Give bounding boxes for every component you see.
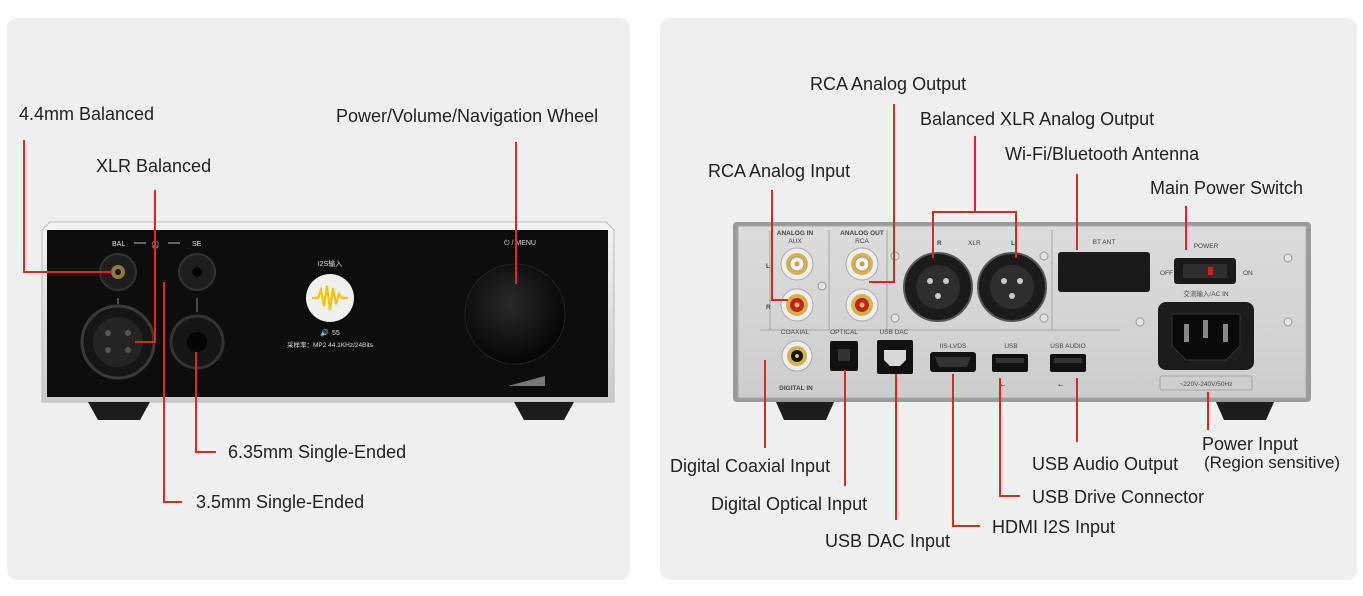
- callout-power-input-note: (Region sensitive): [1204, 453, 1340, 472]
- label-voltage: ~220V-240V/50Hz: [1180, 381, 1233, 388]
- label-xlr: XLR: [968, 240, 981, 247]
- label-rca: RCA: [855, 238, 869, 245]
- usb-icon-drive: ⭠: [1000, 382, 1005, 389]
- callout-digital-coaxial: Digital Coaxial Input: [670, 456, 830, 476]
- screen-volume: 55: [332, 330, 340, 337]
- callout-hdmi-i2s: HDMI I2S Input: [992, 517, 1115, 537]
- bal-label: BAL: [112, 241, 125, 248]
- callout-4.4mm-balanced: 4.4mm Balanced: [19, 104, 154, 124]
- label-xlr-l: L: [1011, 240, 1015, 247]
- label-xlr-r: R: [937, 240, 942, 247]
- front-callout-lines: [23, 140, 517, 503]
- label-coaxial: COAXIAL: [781, 329, 810, 336]
- label-analog-out: ANALOG OUT: [840, 230, 884, 237]
- screen-sample-rate: 采样率：MP2 44.1KHz/24Bits: [287, 340, 374, 349]
- screen-wave-badge: [306, 274, 354, 322]
- label-aux-r: R: [766, 304, 771, 311]
- callout-rca-analog-input: RCA Analog Input: [708, 161, 850, 181]
- rear-callout-lines: [764, 104, 1209, 527]
- front-device: BAL 🎧 SE I2S输入 🔊 55 采样率：MP2 44.1KHz/24Bi…: [41, 221, 615, 420]
- front-foot-left: [88, 402, 150, 420]
- callout-wheel: Power/Volume/Navigation Wheel: [336, 106, 598, 126]
- callout-6.35mm: 6.35mm Single-Ended: [228, 442, 406, 462]
- label-optical: OPTICAL: [830, 329, 858, 336]
- label-off: OFF: [1160, 270, 1173, 277]
- callout-usb-audio-output: USB Audio Output: [1032, 454, 1178, 474]
- front-foot-right: [514, 402, 574, 420]
- label-usb-dac: USB DAC: [880, 329, 909, 336]
- label-iis-lvds: IIS-LVDS: [940, 343, 967, 350]
- label-aux: AUX: [788, 238, 802, 245]
- label-usb: USB: [1004, 343, 1017, 350]
- label-digital-in: DIGITAL IN: [779, 385, 813, 392]
- volume-indicator: [508, 376, 545, 386]
- label-ac-in: 交流输入/AC IN: [1183, 289, 1228, 298]
- screen-input-text: I2S输入: [318, 259, 343, 268]
- callout-usb-dac: USB DAC Input: [825, 531, 950, 551]
- callout-3.5mm: 3.5mm Single-Ended: [196, 492, 364, 512]
- label-on: ON: [1243, 270, 1253, 277]
- callout-rca-analog-output: RCA Analog Output: [810, 74, 966, 94]
- label-usb-audio: USB AUDIO: [1050, 343, 1085, 350]
- callout-digital-optical: Digital Optical Input: [711, 494, 867, 514]
- bt-antenna-port[interactable]: [1058, 252, 1150, 292]
- callout-xlr-balanced: XLR Balanced: [96, 156, 211, 176]
- usb-icon-audio: ⭠: [1058, 382, 1063, 389]
- rear-device: ANALOG IN AUX ANALOG OUT RCA L R R XLR L: [733, 222, 1311, 420]
- label-aux-l: L: [766, 263, 770, 270]
- callout-main-power-switch: Main Power Switch: [1150, 178, 1303, 198]
- callout-balanced-xlr-output: Balanced XLR Analog Output: [920, 109, 1154, 129]
- callout-power-input: Power Input: [1202, 434, 1298, 454]
- menu-label: ⏻ / MENU: [504, 239, 536, 247]
- label-analog-in: ANALOG IN: [777, 230, 814, 237]
- waveform-icon: [312, 285, 348, 311]
- callout-antenna: Wi-Fi/Bluetooth Antenna: [1005, 144, 1200, 164]
- label-power: POWER: [1194, 243, 1219, 250]
- label-bt-ant: BT ANT: [1093, 239, 1116, 246]
- callout-usb-drive: USB Drive Connector: [1032, 487, 1204, 507]
- se-label: SE: [192, 241, 202, 248]
- speaker-icon: 🔊: [320, 328, 329, 337]
